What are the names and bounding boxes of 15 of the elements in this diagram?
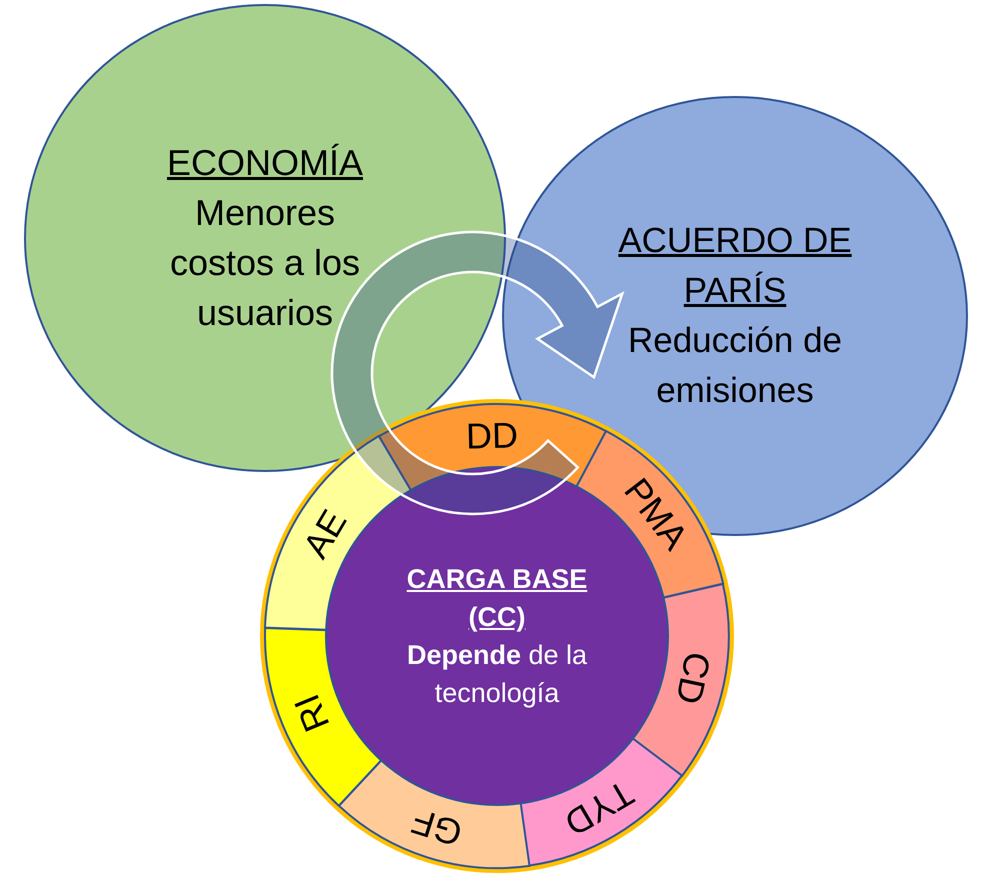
ring-segment	[378, 404, 606, 492]
segment-label: GF	[406, 800, 467, 854]
ring-segment	[265, 628, 382, 806]
segment-label: DD	[466, 415, 519, 457]
circle-text: Depende de la tecnología	[406, 639, 588, 710]
segment-label: CD	[668, 648, 718, 708]
circle-heading: ECONOMÍA	[166, 141, 364, 185]
segment-label: TYD	[557, 772, 640, 844]
cycle-arrow	[330, 230, 624, 515]
circle-heading: ACUERDO DE PARÍS	[617, 220, 853, 312]
circle-text: Reducción de emisiones	[626, 320, 844, 412]
circle-heading: CARGA BASE (CC)	[406, 563, 588, 634]
segment-label: AE	[296, 503, 354, 565]
segment-label: RI	[286, 688, 338, 737]
circle-text: Menores costos a los usuarios	[168, 191, 362, 335]
